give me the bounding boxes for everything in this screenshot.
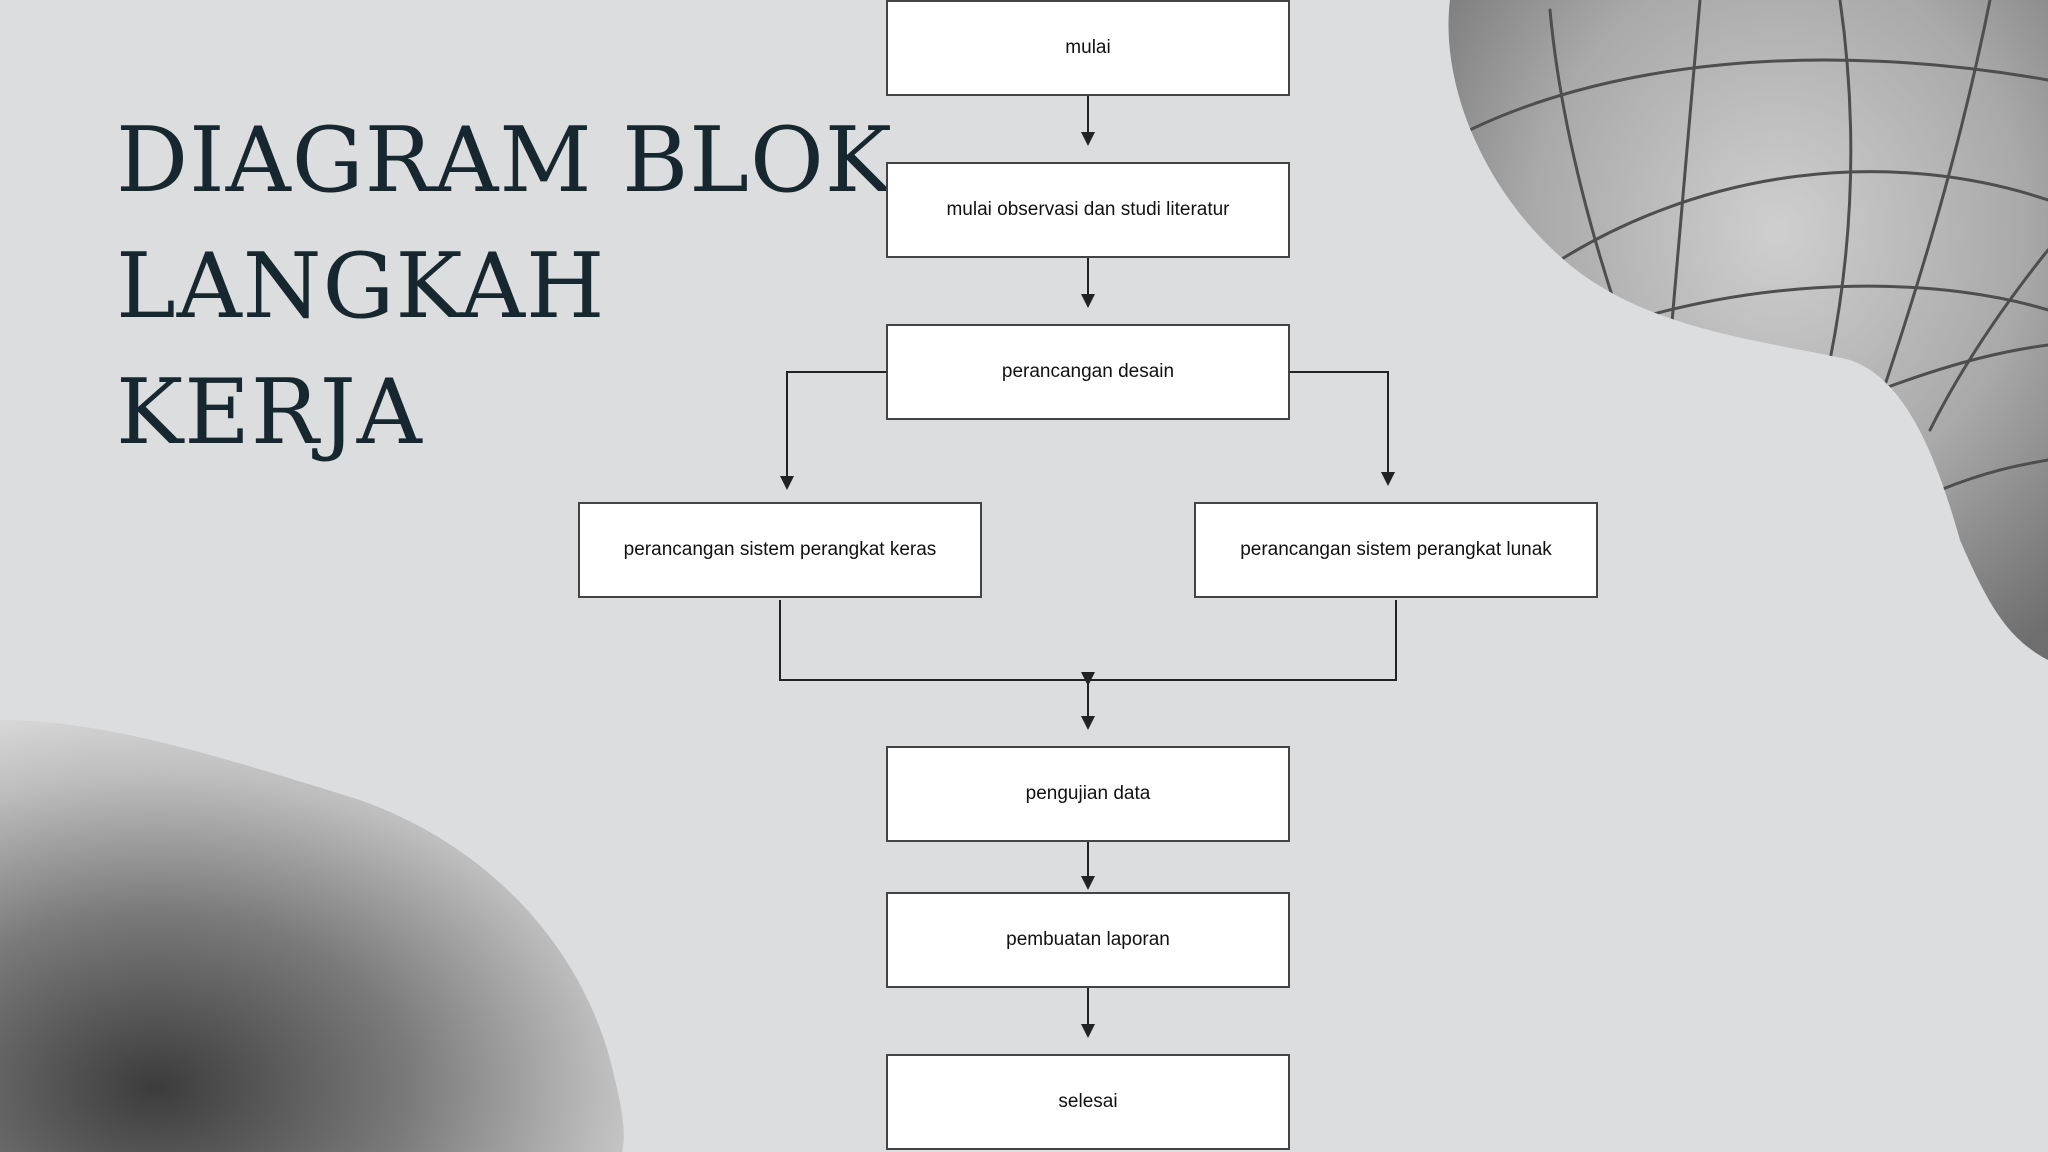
edge-hardware-merge [779,600,1397,681]
arrowhead-testing [1081,716,1095,730]
arrowhead-hardware [780,476,794,490]
edge-design-software [1290,371,1389,484]
node-report-label: pembuatan laporan [1006,929,1170,950]
node-testing: pengujian data [886,746,1290,842]
arrowhead-report [1081,876,1095,890]
node-end-label: selesai [1058,1091,1118,1112]
node-end: selesai [886,1054,1290,1150]
arrowhead-merge [1081,672,1095,686]
node-software: perancangan sistem perangkat lunak [1194,502,1598,598]
node-observation: mulai observasi dan studi literatur [886,162,1290,258]
arrowhead-end [1081,1024,1095,1038]
arrowhead-design [1081,294,1095,308]
node-report: pembuatan laporan [886,892,1290,988]
node-start-label: mulai [1065,37,1111,58]
globe-blob [1448,0,2048,660]
dark-blob [0,720,624,1152]
node-design-label: perancangan desain [1001,361,1175,382]
arrowhead-observe [1081,132,1095,146]
node-design: perancangan desain [886,324,1290,420]
node-hardware: perancangan sistem perangkat keras [578,502,982,598]
node-testing-label: pengujian data [1025,783,1151,804]
node-hardware-label: perancangan sistem perangkat keras [623,539,937,560]
title-line-1: DIAGRAM BLOK [116,108,894,213]
node-observation-label: mulai observasi dan studi literatur [946,199,1230,220]
edge-design-hardware [786,371,886,488]
arrowhead-software [1381,472,1395,486]
slide-title: DIAGRAM BLOK LANGKAH KERJA [116,98,893,476]
title-line-2: LANGKAH [116,234,606,339]
node-start: mulai [886,0,1290,96]
node-software-label: perancangan sistem perangkat lunak [1240,539,1552,560]
title-line-3: KERJA [116,360,423,465]
